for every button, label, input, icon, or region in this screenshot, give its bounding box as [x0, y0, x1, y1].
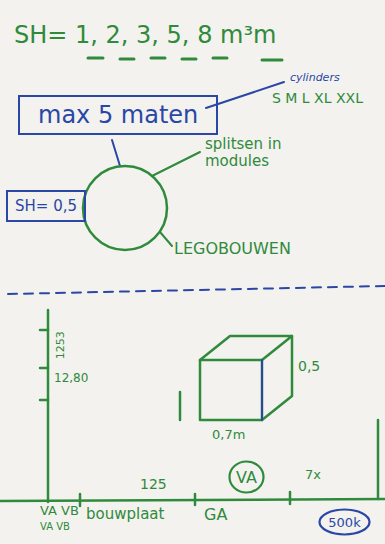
node-text: SH= 0,5 [15, 197, 77, 215]
count-note: 7x [305, 468, 321, 483]
dimension: 0,7m [212, 428, 245, 443]
cube-edge [261, 360, 263, 420]
side-note: LEGOBOUWEN [174, 240, 291, 258]
circled-mark: VA [228, 460, 265, 494]
dimension: 12,80 [54, 372, 88, 386]
side-note: splitsen in modules [205, 136, 305, 171]
note-box: max 5 maten [18, 95, 218, 135]
leader-line [160, 232, 172, 246]
axis-label: VA VB [40, 521, 70, 533]
node-text: max 5 maten [38, 101, 198, 129]
height-line [40, 310, 48, 502]
axis-label: bouwplaat [86, 506, 164, 523]
axis-label: VA VB [40, 504, 79, 519]
leader-line [152, 152, 200, 176]
baseline [0, 420, 385, 506]
circled-mark: 500k [318, 508, 371, 536]
heading-note: SH= 1, 2, 3, 5, 8 m³m [14, 22, 276, 50]
axis-label: GA [204, 506, 227, 524]
side-note: cylinders [290, 72, 340, 85]
note-box: SH= 0,5 [6, 190, 86, 222]
circle-outline [320, 510, 370, 535]
circle-outline [230, 462, 264, 493]
leader-line [112, 140, 120, 166]
size-list: S M L XL XXL [272, 90, 363, 106]
dimension: 1253 [55, 331, 68, 359]
dimension: 125 [140, 476, 167, 492]
dashed-separator [8, 286, 385, 294]
cube-module [180, 336, 292, 420]
module-circle [83, 166, 167, 250]
node-text: VA [236, 468, 257, 487]
dimension: 0,5 [298, 358, 320, 374]
node-text: 500k [328, 515, 360, 530]
number-underlines [88, 58, 282, 60]
